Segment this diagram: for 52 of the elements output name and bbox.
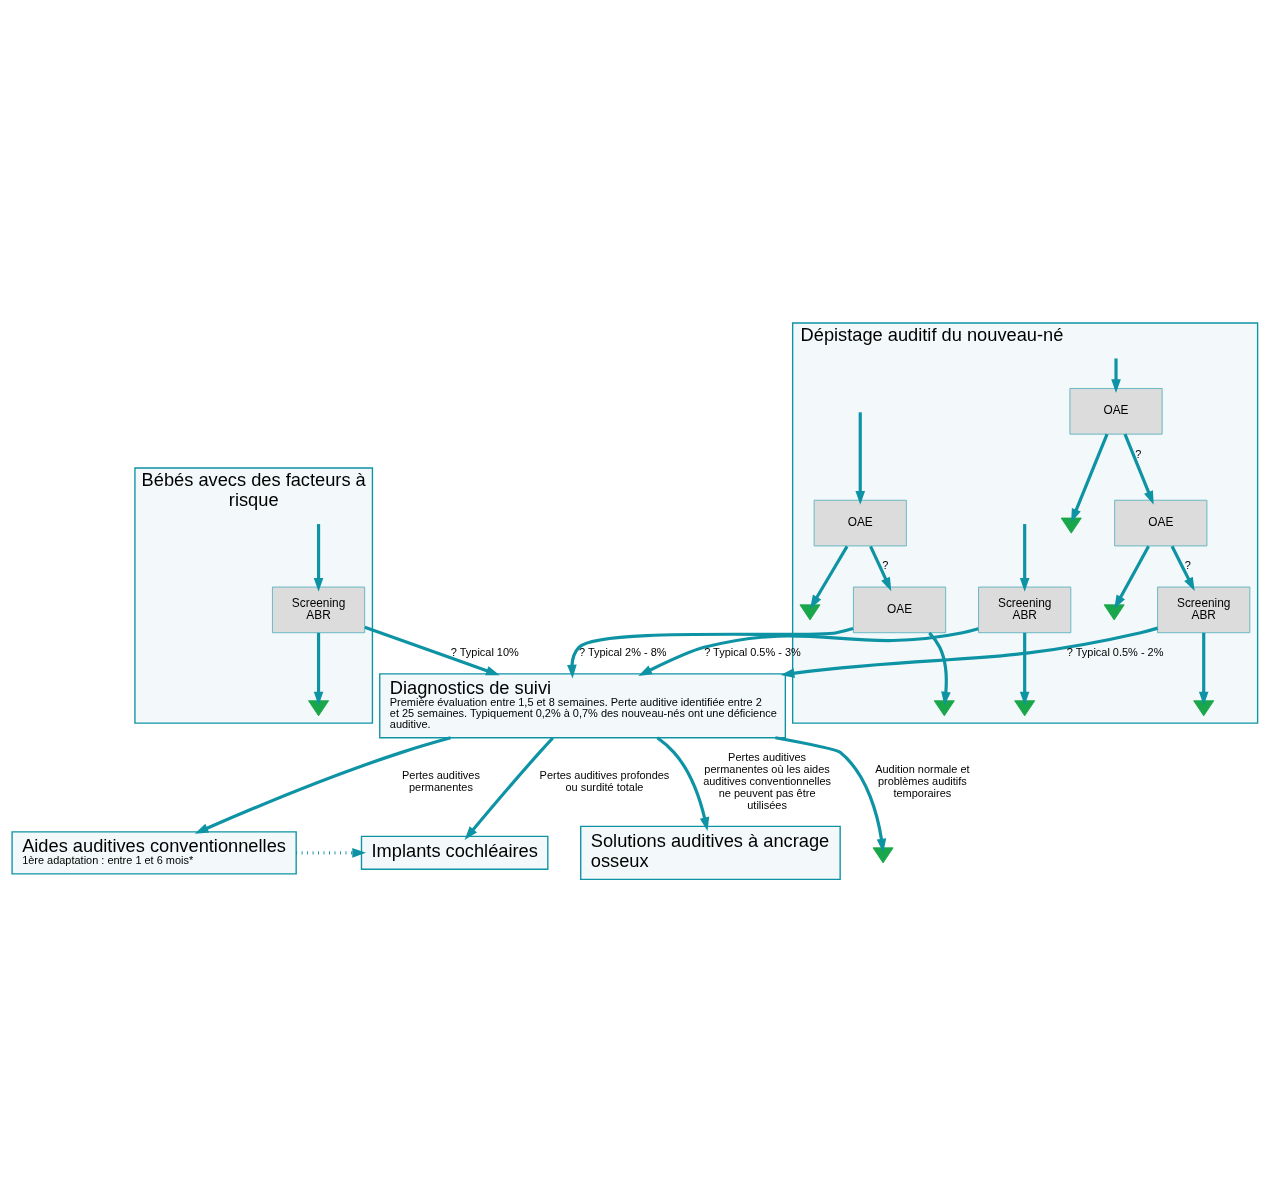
edge-label: ? Typical 0.5% - 2%	[1066, 646, 1164, 659]
node-box: Diagnostics de suivi Première évaluation entre 1,5 et 8 semaines. Perte auditive identifiée entre 2 et 25 semaines. Typiquement 0,2% à 0,7% des nouveau-nés ont une déficience auditive.	[379, 673, 787, 739]
arrow	[313, 632, 324, 706]
node-checkmark	[933, 700, 955, 717]
node-box: OAE	[1114, 499, 1208, 547]
arrow	[194, 736, 451, 834]
node-checkmark	[1193, 700, 1215, 717]
arrow	[1071, 433, 1109, 523]
node-checkmark	[799, 604, 821, 621]
arrow	[1198, 632, 1209, 706]
node-box: Screening ABR	[271, 586, 366, 634]
arrow	[1019, 524, 1030, 592]
edge-label: Pertes auditives permanentes	[401, 768, 480, 793]
arrow	[780, 626, 1159, 678]
arrow	[855, 412, 866, 505]
arrow	[1123, 433, 1154, 505]
edge-label: ?	[882, 559, 889, 572]
node-checkmark	[1103, 604, 1125, 621]
arrow	[810, 545, 849, 609]
arrow	[928, 631, 951, 706]
edge-label: Audition normale et problèmes auditifs temporaires	[875, 763, 970, 799]
node-box: Solutions auditives à ancrage osseux	[580, 825, 841, 881]
node-box: Aides auditives conventionnelles 1ère adaptation : entre 1 et 6 mois*	[11, 831, 297, 875]
arrow	[1170, 545, 1195, 592]
arrow	[464, 736, 554, 840]
edge-label: ?	[1135, 447, 1142, 460]
arrow	[869, 545, 892, 592]
arrow	[313, 524, 324, 592]
arrow	[638, 627, 979, 676]
arrow	[364, 625, 500, 676]
node-box: Implants cochléaires	[360, 835, 549, 870]
node-checkmark	[308, 700, 330, 717]
node-box: Screening ABR	[1157, 586, 1251, 634]
node-checkmark	[1060, 517, 1082, 534]
arrow	[656, 736, 710, 832]
arrow	[567, 627, 854, 679]
node-box: OAE	[1069, 388, 1163, 435]
node-box: OAE	[852, 586, 947, 634]
node-box: OAE	[813, 499, 907, 547]
arrow	[296, 848, 367, 858]
arrow	[1114, 545, 1150, 609]
edge-label: Pertes auditives profondes ou surdité totale	[539, 768, 670, 793]
arrow	[1111, 358, 1121, 394]
edge-label: ? Typical 10%	[450, 646, 519, 659]
edge-label: Pertes auditives permanentes où les aides auditives conventionnelles ne peuvent pas être utilisées	[703, 751, 832, 811]
edge-label: ?	[1184, 559, 1191, 572]
edge-label: ? Typical 2% - 8%	[579, 646, 667, 659]
node-checkmark	[1014, 700, 1036, 717]
node-box: Screening ABR	[978, 586, 1072, 634]
node-checkmark	[872, 847, 894, 864]
arrow	[1019, 632, 1030, 706]
arrow	[775, 736, 887, 853]
